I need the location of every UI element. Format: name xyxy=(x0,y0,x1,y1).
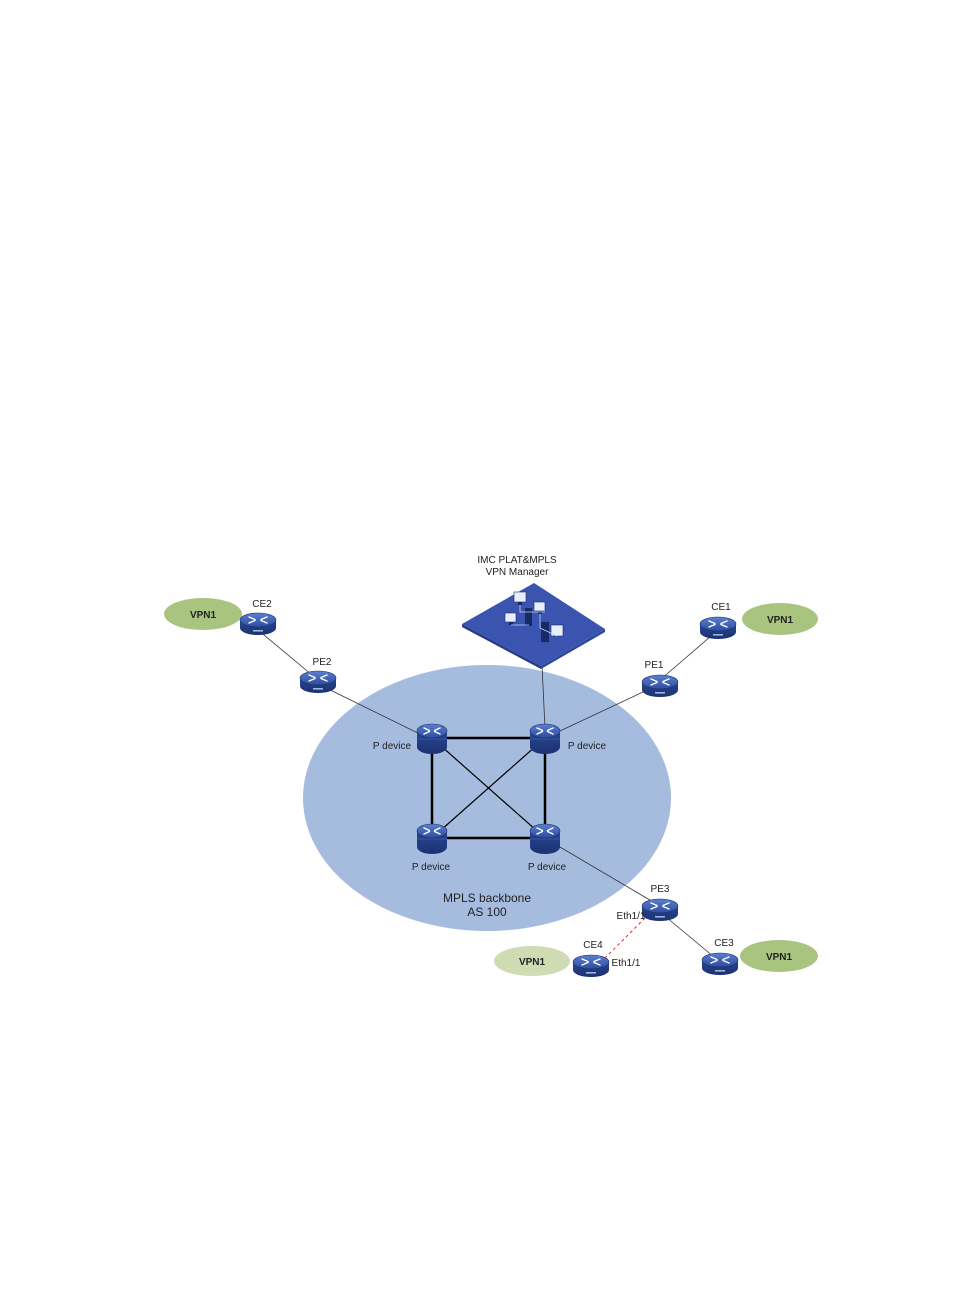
vpn-cloud-ce3: VPN1 xyxy=(740,940,818,972)
manager-title-line2: VPN Manager xyxy=(486,567,549,578)
router-pe1: PE1 xyxy=(641,660,679,698)
vpn-label: VPN1 xyxy=(767,615,794,626)
ce3-label: CE3 xyxy=(714,938,734,949)
link-p4-pe3 xyxy=(547,839,661,907)
ce4-label: CE4 xyxy=(583,940,603,951)
pe2-label: PE2 xyxy=(313,657,332,668)
network-management-platform-icon xyxy=(462,583,605,669)
link-pe3-ce4-pending xyxy=(602,917,646,961)
router-icon xyxy=(641,898,679,922)
p-device-label: P device xyxy=(568,741,607,752)
router-icon xyxy=(239,612,277,636)
mpls-backbone-area xyxy=(303,665,671,931)
backbone-label-line2: AS 100 xyxy=(467,905,507,919)
p-device-4: P device xyxy=(528,823,567,873)
manager-title-line1: IMC PLAT&MPLS xyxy=(477,555,557,566)
ce1-label: CE1 xyxy=(711,602,731,613)
pe3-label: PE3 xyxy=(651,884,670,895)
router-pe2: PE2 xyxy=(299,657,337,694)
router-ce1: CE1 xyxy=(699,602,737,640)
router-ce4: CE4 Eth1/1 xyxy=(572,940,641,978)
router-icon xyxy=(701,952,739,976)
link-ce2-pe2 xyxy=(257,629,319,681)
router-icon xyxy=(529,723,561,755)
vpn-label: VPN1 xyxy=(190,610,217,621)
router-ce3: CE3 xyxy=(701,938,739,976)
ce2-label: CE2 xyxy=(252,599,272,610)
vpn-label: VPN1 xyxy=(766,952,793,963)
vpn-cloud-ce2: VPN1 xyxy=(164,598,242,630)
router-icon xyxy=(416,723,448,755)
vpn-label: VPN1 xyxy=(519,957,546,968)
router-icon xyxy=(699,616,737,640)
router-pe3: PE3 Eth1/1 xyxy=(617,884,679,922)
link-pe1-p2 xyxy=(544,683,661,739)
p-device-label: P device xyxy=(412,862,451,873)
vpn-cloud-ce1: VPN1 xyxy=(742,603,818,635)
ce4-port-label: Eth1/1 xyxy=(612,958,641,969)
router-ce2: CE2 xyxy=(239,599,277,636)
router-icon xyxy=(299,670,337,694)
link-pe2-p1 xyxy=(317,683,433,741)
link-manager-p2 xyxy=(541,664,546,729)
p-device-1: P device xyxy=(373,723,448,755)
core-link-p2-p3 xyxy=(431,737,546,839)
router-icon xyxy=(529,823,561,855)
pe3-port-label: Eth1/1 xyxy=(617,911,646,922)
links xyxy=(257,629,721,963)
pe1-label: PE1 xyxy=(645,660,664,671)
p-device-3: P device xyxy=(412,823,451,873)
router-icon xyxy=(416,823,448,855)
link-ce1-pe1 xyxy=(659,629,719,681)
p-device-2: P device xyxy=(529,723,607,755)
link-pe3-ce3 xyxy=(659,911,721,963)
p-device-label: P device xyxy=(373,741,412,752)
router-icon xyxy=(572,954,610,978)
router-icon xyxy=(641,674,679,698)
p-device-label: P device xyxy=(528,862,567,873)
vpn-cloud-ce4: VPN1 xyxy=(494,946,570,976)
backbone-label-line1: MPLS backbone xyxy=(443,891,531,905)
